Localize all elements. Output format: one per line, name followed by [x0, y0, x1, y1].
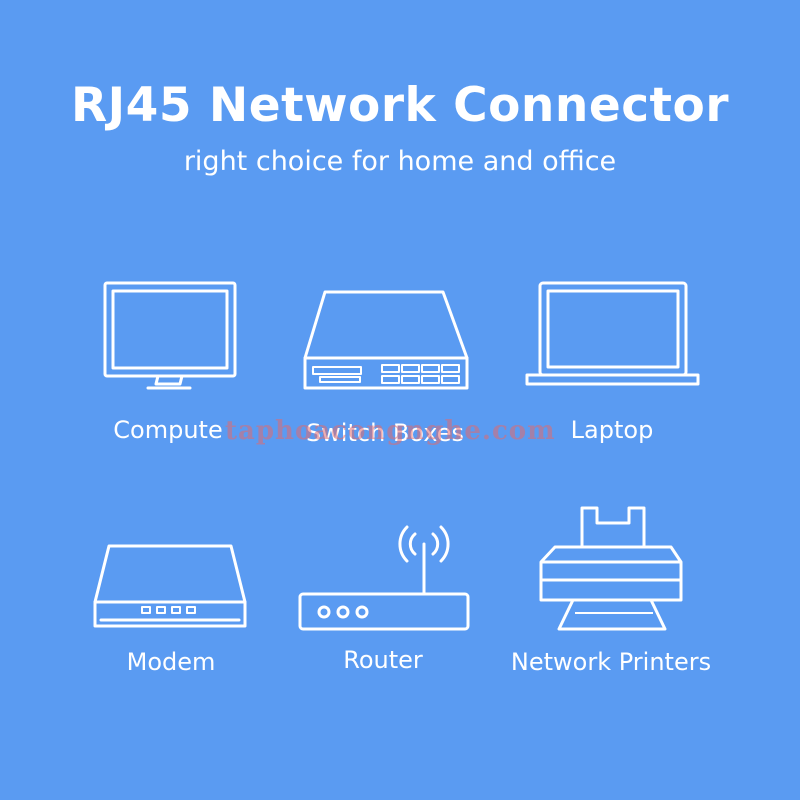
switch-box-icon — [300, 285, 475, 395]
device-label-modem: Modem — [126, 648, 216, 676]
page-title: RJ45 Network Connector — [70, 78, 729, 133]
device-label-laptop: Laptop — [570, 416, 654, 444]
device-label-network-printers: Network Printers — [510, 648, 712, 676]
watermark: taphoacongnghe.com — [225, 416, 556, 446]
router-icon — [295, 522, 475, 634]
modem-icon — [90, 540, 255, 635]
page-subtitle: right choice for home and office — [183, 146, 617, 177]
printer-icon — [535, 500, 690, 635]
device-label-router: Router — [343, 646, 423, 674]
device-label-switch-boxes: Switch Boxes — [305, 419, 465, 447]
laptop-icon — [522, 278, 702, 393]
device-label-computer: Compute — [113, 416, 223, 444]
monitor-icon — [100, 278, 245, 393]
